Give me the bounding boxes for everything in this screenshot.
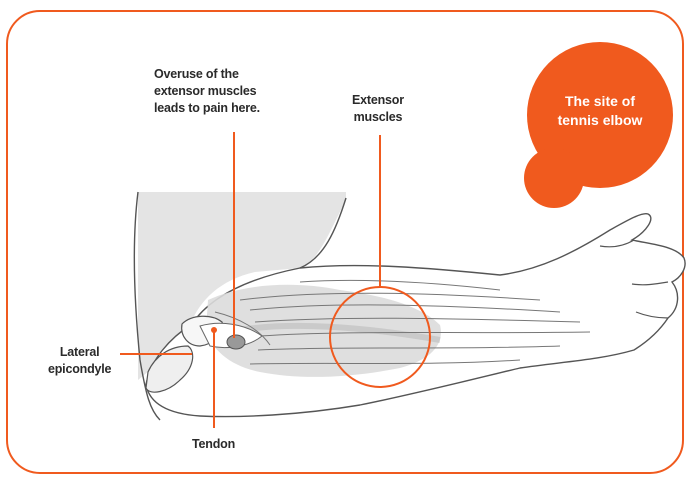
label-extensor-muscles: Extensor muscles — [352, 92, 404, 126]
label-overuse: Overuse of the extensor muscles leads to… — [154, 66, 260, 117]
label-lateral-epicondyle: Lateral epicondyle — [48, 344, 111, 378]
pain-spot — [227, 335, 245, 349]
callout-text: The site of tennis elbow — [530, 92, 670, 130]
label-tendon: Tendon — [192, 436, 235, 453]
